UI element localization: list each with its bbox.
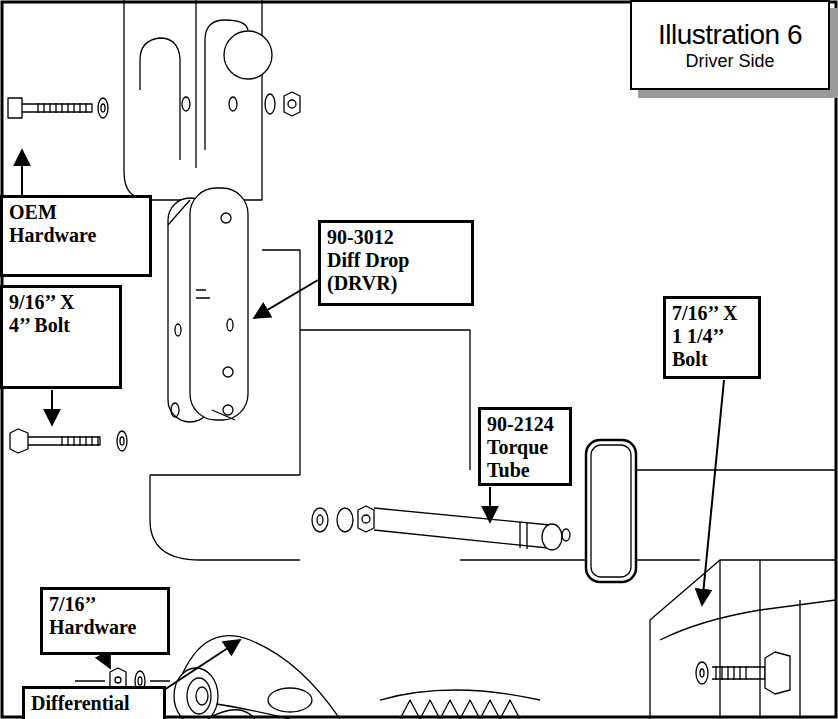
leader-arrow (21, 150, 23, 195)
callout-label: OEM Hardware (9, 201, 121, 247)
callout-label: 9/16’’ X 4’’ Bolt (9, 291, 99, 337)
callout-box: 90-2124 Torque Tube (478, 407, 572, 486)
leader-arrow (254, 280, 318, 318)
callout-box: Differential (22, 686, 166, 719)
leader-arrow (702, 380, 724, 605)
callout-box: 7/16’’ X 1 1/4’’ Bolt (663, 296, 761, 379)
callout-box: 9/16’’ X 4’’ Bolt (0, 285, 122, 389)
callout-label: 7/16’’ X 1 1/4’’ Bolt (672, 302, 752, 371)
callout-label: Differential (31, 692, 157, 715)
callout-box: OEM Hardware (0, 195, 152, 277)
leader-arrow (104, 656, 110, 668)
callout-label: 7/16’’ Hardware (49, 593, 153, 639)
leader-arrow (489, 487, 491, 522)
leader-arrow (51, 390, 53, 425)
illustration-title: Illustration 6 (638, 19, 822, 51)
callout-label: 90-2124 Torque Tube (487, 413, 563, 482)
callout-label: 90-3012 Diff Drop (DRVR) (327, 226, 431, 295)
callout-box: 90-3012 Diff Drop (DRVR) (318, 220, 474, 306)
illustration-subtitle: Driver Side (638, 51, 822, 72)
callout-box: 7/16’’ Hardware (40, 587, 170, 655)
leader-arrow (164, 640, 240, 690)
title-box: Illustration 6Driver Side (630, 0, 830, 90)
